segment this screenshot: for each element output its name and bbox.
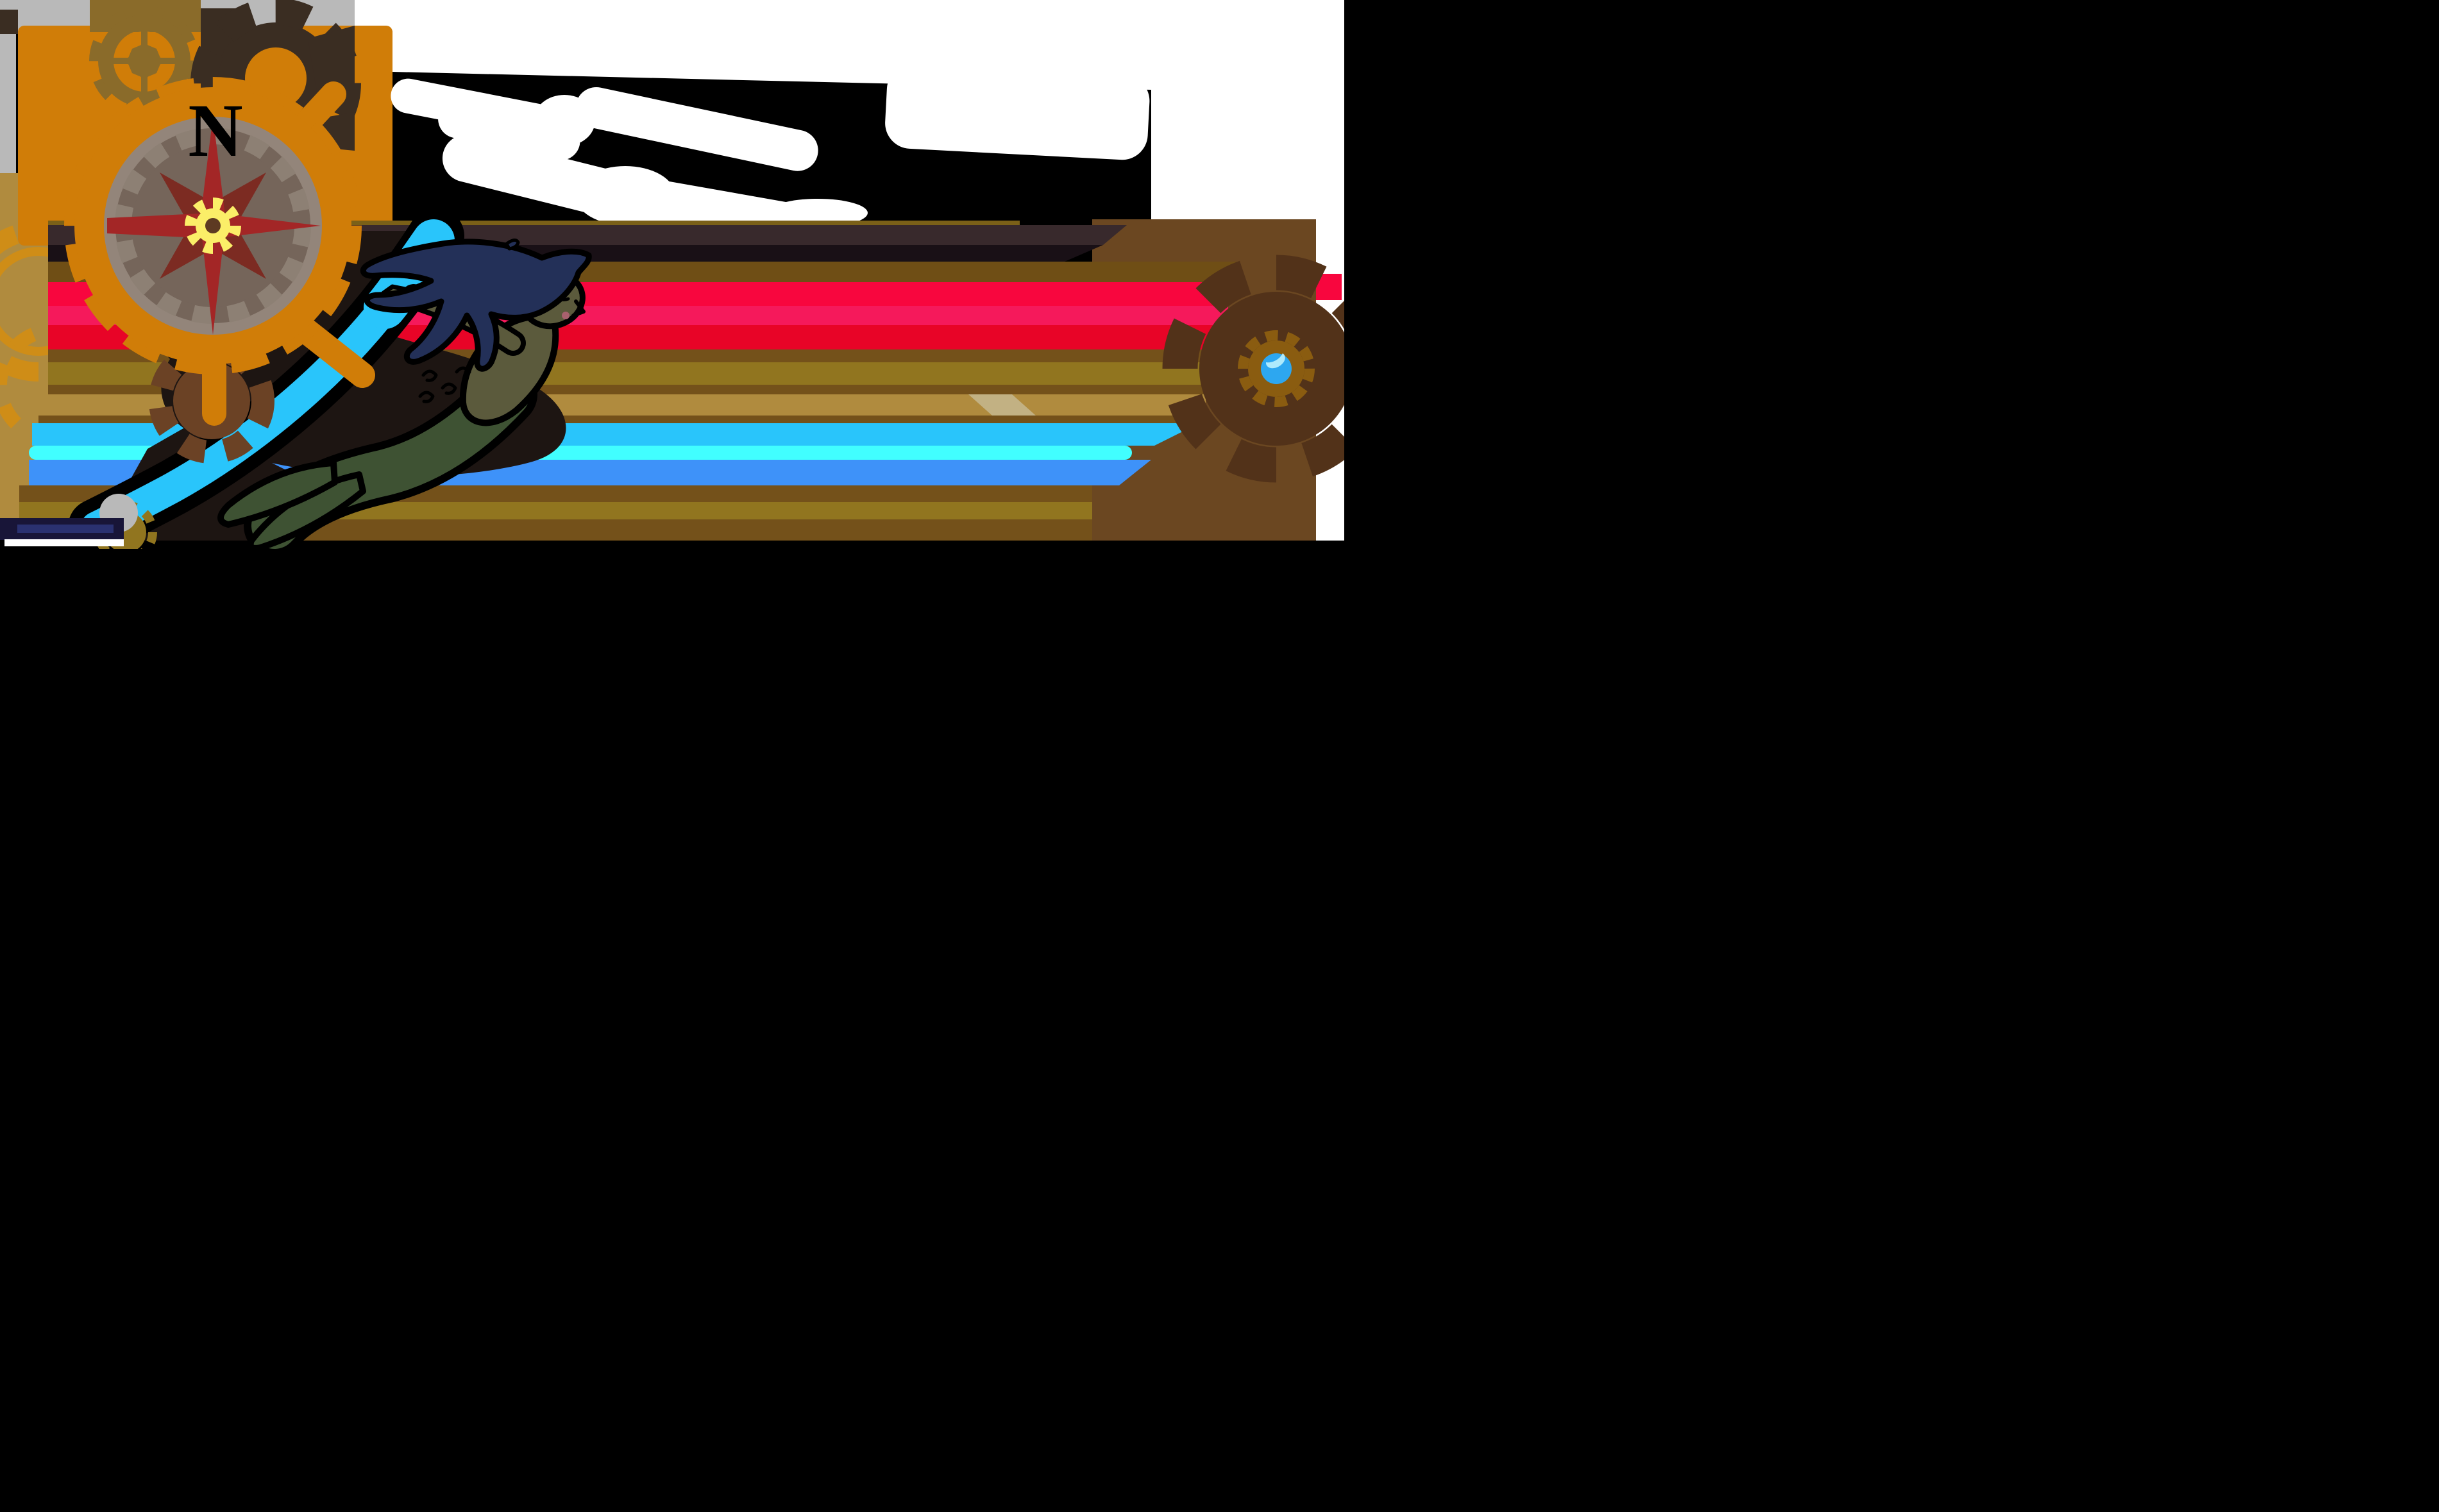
banner-bottom-edge [0, 541, 1344, 549]
cloud-icon [438, 99, 580, 160]
scale-mark [455, 366, 471, 374]
white-strip [4, 539, 124, 546]
mermaid-hair [360, 239, 592, 372]
compass-cardinal-label: N [188, 88, 242, 172]
center-gear-teeth [185, 197, 241, 254]
scale-mark [418, 391, 435, 403]
dark-gear-tooth [308, 26, 355, 96]
small-gold-gear-icon [89, 0, 201, 116]
cloud-icon [768, 199, 868, 227]
gem-highlight [1265, 353, 1285, 369]
bottom-left-bars [0, 494, 138, 546]
tail-scales [418, 366, 471, 403]
clouds [391, 64, 1150, 244]
lips [562, 312, 570, 319]
cloud-icon [885, 64, 1150, 160]
hair-tip [505, 239, 520, 251]
gem-gear-teeth [1162, 255, 1344, 483]
dark-gear-hole [245, 47, 307, 109]
scale-mark [441, 382, 457, 395]
mermaid-figure [217, 239, 592, 549]
banner-canvas: N [0, 0, 1344, 549]
steampunk-banner-artwork: N [0, 0, 1344, 549]
tan-highlight [968, 394, 1036, 416]
ring-outer-teeth [64, 77, 362, 374]
scale-mark [421, 369, 438, 382]
sky-group [391, 64, 1151, 244]
dark-gear-fragment-left [0, 10, 18, 34]
cloud-icon [575, 87, 818, 171]
ring-orange [74, 87, 351, 364]
tail-fluke [217, 460, 338, 528]
center-hub [205, 218, 221, 233]
gear-spoke [101, 58, 187, 64]
compass-group: N [64, 77, 375, 426]
blue-bar [17, 525, 114, 533]
gem-gear-icon [1162, 255, 1344, 483]
gold-gear-teeth [1238, 330, 1315, 407]
face-profile [571, 299, 586, 317]
gear-teeth [89, 6, 199, 116]
cloud-icon [575, 166, 675, 225]
blue-gem [1261, 353, 1292, 384]
stripe-olive-line [48, 221, 1020, 226]
